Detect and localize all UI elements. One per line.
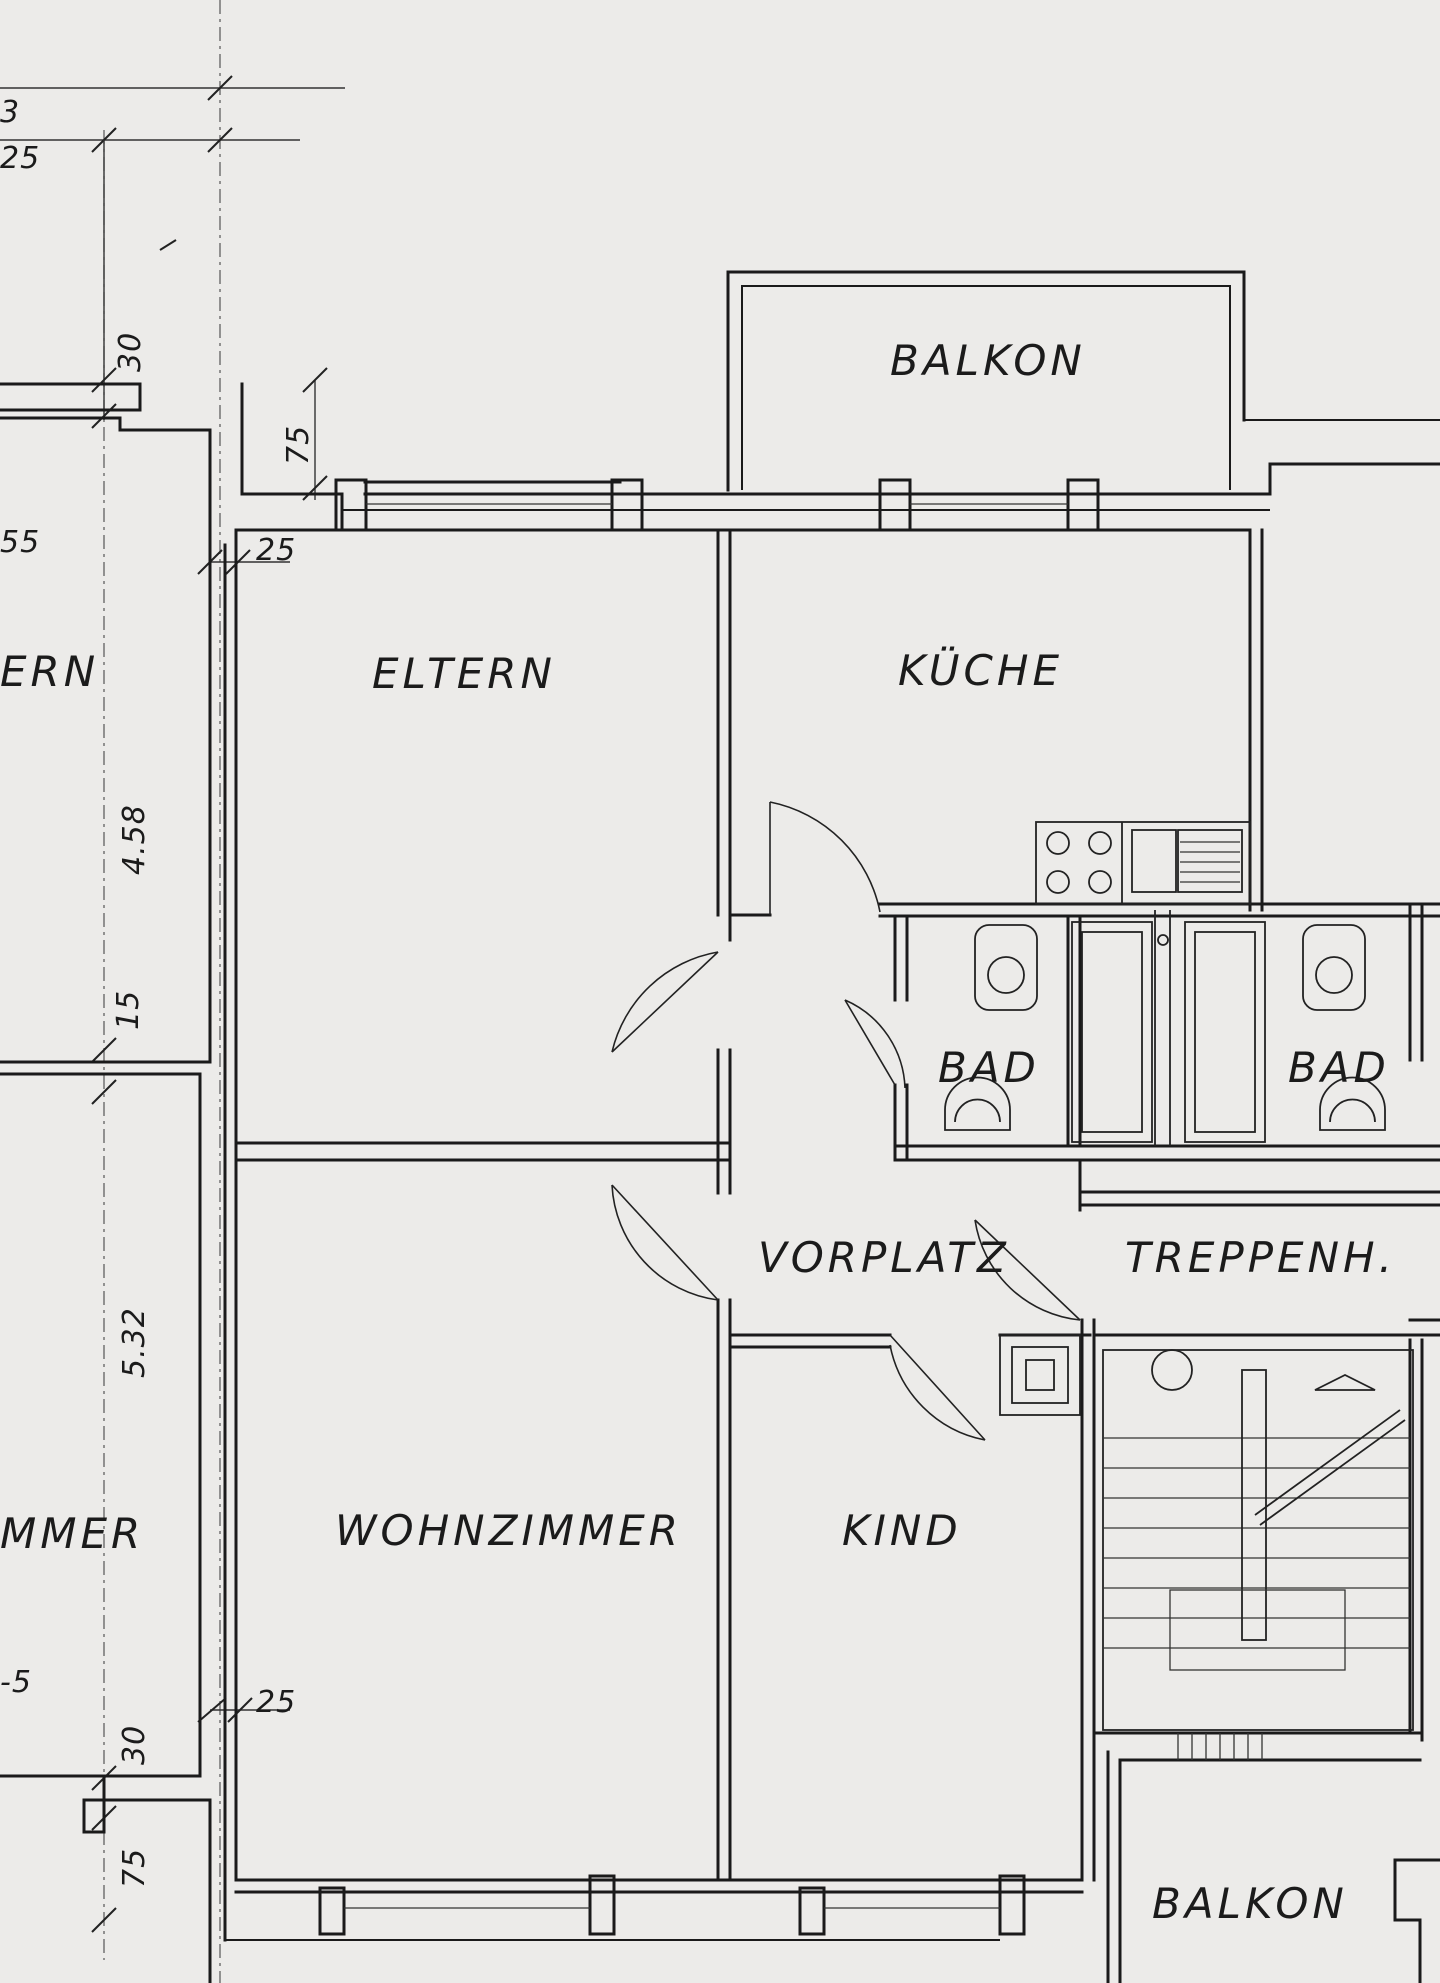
dim-label-25-bottom: 25 xyxy=(256,1685,296,1720)
room-label-zimmer-partial: MMER xyxy=(0,1509,144,1558)
dim-label-30-bottom: 30 xyxy=(117,1725,152,1765)
room-label-balkon-top: BALKON xyxy=(890,336,1086,385)
dim-label-75-top: 75 xyxy=(281,425,316,465)
dimension-lines xyxy=(0,0,345,1983)
room-label-treppenhaus: TREPPENH. xyxy=(1125,1233,1396,1282)
bottom-windows xyxy=(225,1874,1026,1941)
dim-label-55: 55 xyxy=(0,525,40,560)
room-label-bad-right: BAD xyxy=(1288,1043,1390,1092)
dim-label-5-left: -5 xyxy=(0,1665,32,1700)
room-label-balkon-bottom: BALKON xyxy=(1152,1879,1348,1928)
room-label-eltern: ELTERN xyxy=(372,649,556,698)
dim-label-30-top: 30 xyxy=(113,332,148,372)
bathroom-fixtures xyxy=(944,910,1386,1146)
dim-label-3: 3 xyxy=(0,95,20,130)
room-label-bad-left: BAD xyxy=(938,1043,1040,1092)
dim-label-25-top: 25 xyxy=(256,533,296,568)
kitchen-counter xyxy=(1035,821,1251,905)
dim-label-25-left: 25 xyxy=(0,141,40,176)
doors xyxy=(611,801,1081,1441)
service-shaft xyxy=(999,1334,1081,1416)
interior-walls xyxy=(234,528,1440,1983)
room-label-kind: KIND xyxy=(842,1506,962,1555)
staircase xyxy=(1102,1349,1414,1760)
top-windows xyxy=(334,478,1100,532)
exterior-walls xyxy=(0,382,1440,1983)
room-label-eltern-partial: ERN xyxy=(0,647,99,696)
dim-label-532: 5.32 xyxy=(117,1307,152,1378)
dim-label-458: 4.58 xyxy=(117,804,152,875)
top-balcony xyxy=(726,270,1440,492)
dim-label-75-bottom: 75 xyxy=(117,1848,152,1888)
room-label-vorplatz: VORPLATZ xyxy=(758,1233,1010,1282)
room-label-wohnzimmer: WOHNZIMMER xyxy=(335,1506,682,1555)
dim-label-15: 15 xyxy=(111,990,146,1030)
room-label-kueche: KÜCHE xyxy=(898,645,1063,695)
